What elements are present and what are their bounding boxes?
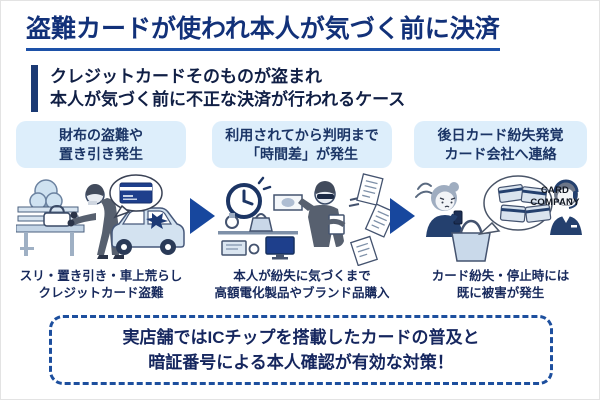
receipts (349, 173, 392, 266)
step-1-header-line-2: 置き引き発生 (59, 145, 143, 162)
step-3-header: 後日カード紛失発覚 カード会社へ連絡 (414, 121, 587, 168)
step-1-column: 財布の盗難や 置き引き発生 (16, 121, 186, 321)
lost-cards-bubble (477, 175, 553, 236)
illustration-loss-discovery (414, 173, 587, 266)
flow-arrow-1 (190, 198, 215, 234)
loss-discovery-svg (415, 175, 582, 262)
monitor-icon (265, 236, 295, 260)
stolen-bag (43, 204, 71, 227)
subtitle-line-1: クレジットカードそのものが盗まれ (50, 67, 322, 86)
page-subtitle: クレジットカードそのものが盗まれ 本人が気づく前に不正な決済が行われるケース (31, 65, 405, 112)
laptop-icon (221, 240, 247, 256)
flow-arrow-2 (390, 198, 415, 234)
car-broken-window (111, 207, 185, 255)
step-3-caption: カード紛失・停止時には 既に被害が発生 (401, 268, 600, 302)
watch-2-icon (248, 243, 260, 255)
step-3-column: 後日カード紛失発覚 カード会社へ連絡 (414, 121, 587, 321)
tote-bag-icon (451, 219, 491, 262)
step-2-caption: 本人が紛失に気づくまで 高額電化製品やブランド品購入 (202, 268, 402, 302)
handbag-icon (249, 217, 273, 232)
tree-icon (29, 179, 63, 225)
clock-icon (226, 176, 272, 219)
credit-card-bubble (109, 174, 163, 219)
credit-cards-icon (497, 184, 552, 223)
illustration-time-lag-shopping (212, 173, 392, 266)
banknote-icon (273, 194, 303, 211)
step-1-header-line-1: 財布の盗難や (59, 126, 143, 143)
step-1-caption: スリ・置き引き・車上荒らし クレジットカード盗難 (1, 268, 201, 302)
step-1-caption-line-2: クレジットカード盗難 (38, 285, 164, 300)
illustration-wallet-theft (16, 173, 186, 266)
card-company-line-2: COMPANY (530, 196, 580, 208)
subtitle-line-2: 本人が気づく前に不正な決済が行われるケース (50, 90, 406, 110)
step-2-header: 利用されてから判明まで 「時間差」が発生 (212, 121, 392, 168)
step-3-header-line-1: 後日カード紛失発覚 (437, 126, 564, 143)
countermeasure-line-1: 実店舗ではICチップを搭載したカードの普及と (122, 327, 480, 347)
card-company-line-1: CARD (540, 185, 570, 196)
step-3-caption-line-1: カード紛失・停止時には (431, 269, 570, 283)
page-title: 盗難カードが使われ本人が気づく前に決済 (26, 14, 500, 51)
worried-woman-figure (426, 182, 463, 237)
thief-shopper-figure (273, 181, 364, 247)
confusion-mark-icon (415, 182, 434, 198)
countermeasure-box: 実店舗ではICチップを搭載したカードの普及と 暗証番号による本人確認が有効な対策… (49, 315, 553, 385)
step-3-header-line-2: カード会社へ連絡 (444, 145, 557, 162)
call-operator-figure (550, 179, 582, 235)
step-2-caption-line-1: 本人が紛失に気づくまで (233, 269, 371, 283)
broken-glass-icon (146, 213, 168, 229)
step-1-header: 財布の盗難や 置き引き発生 (16, 121, 186, 168)
step-2-caption-line-2: 高額電化製品やブランド品購入 (214, 285, 390, 300)
time-lag-svg (218, 173, 392, 266)
step-2-header-line-2: 「時間差」が発生 (246, 145, 358, 162)
credit-card-icon (119, 182, 153, 204)
countermeasure-line-2: 暗証番号による本人確認が有効な対策！ (148, 353, 454, 372)
step-3-caption-line-2: 既に被害が発生 (456, 285, 545, 300)
luxury-goods-shelf (218, 213, 298, 260)
step-2-column: 利用されてから判明まで 「時間差」が発生 (212, 121, 392, 321)
card-company-label: CARD COMPANY (523, 185, 587, 209)
wallet-theft-svg (16, 174, 185, 259)
step-1-caption-line-1: スリ・置き引き・車上荒らし (19, 269, 183, 283)
step-2-header-line-1: 利用されてから判明まで (225, 126, 379, 143)
